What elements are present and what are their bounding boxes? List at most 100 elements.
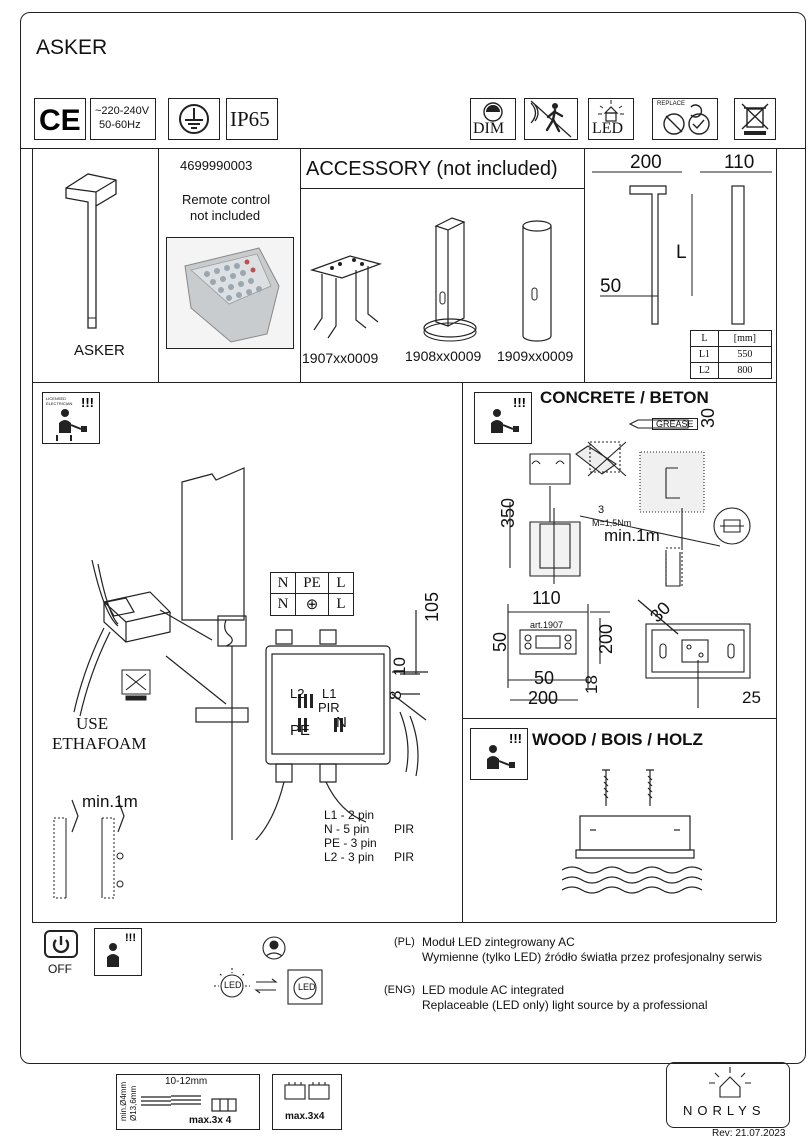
accessory-code-3: 1909xx0009 bbox=[497, 348, 574, 364]
terminal-l: L bbox=[328, 593, 354, 616]
wiring-diagram bbox=[71, 467, 428, 840]
terminal-l2: L2 bbox=[290, 686, 305, 701]
off-label: OFF bbox=[48, 962, 72, 976]
ground-section-left bbox=[53, 817, 124, 899]
dim-icon: DIM bbox=[470, 98, 516, 140]
replace-icon: REPLACE bbox=[652, 98, 718, 140]
dim-50-horizontal: 50 bbox=[534, 668, 555, 688]
divider bbox=[20, 148, 806, 149]
divider bbox=[462, 382, 463, 922]
remote-note-2: not included bbox=[190, 208, 261, 223]
wood-title: WOOD / BOIS / HOLZ bbox=[532, 730, 703, 749]
led-label: LED bbox=[592, 120, 624, 137]
frequency: 50-60Hz bbox=[99, 119, 141, 131]
revision-date: Rev: 21.07.2023 bbox=[712, 1128, 786, 1139]
connector-spec-box: max.3x4 bbox=[272, 1074, 342, 1130]
eng-tag: (ENG) bbox=[384, 984, 416, 996]
table-cell: 550 bbox=[717, 346, 773, 363]
terminal-pir: PIR bbox=[318, 700, 340, 715]
dim-8: 8 bbox=[386, 690, 405, 700]
wood-installation-drawing bbox=[561, 769, 703, 894]
divider bbox=[32, 382, 33, 922]
brand-name: NORLYS bbox=[683, 1103, 766, 1118]
dimension-drawing bbox=[592, 171, 772, 325]
cable-diameter-max: Ø13,6mm bbox=[129, 1085, 138, 1121]
table-header-unit: [mm] bbox=[717, 330, 773, 347]
pin-l1: L1 - 2 pin bbox=[324, 808, 375, 822]
led-left-label: LED bbox=[224, 980, 242, 990]
dim-50-vertical: 50 bbox=[490, 631, 510, 652]
svg-text:!!!: !!! bbox=[513, 395, 526, 410]
table-cell: L1 bbox=[690, 346, 719, 363]
ip-rating: IP65 bbox=[226, 98, 278, 140]
divider bbox=[32, 382, 776, 383]
led-replacement-diagram bbox=[214, 936, 323, 1005]
dim-18: 18 bbox=[582, 675, 601, 694]
cable-diameter-min: min.Ø4mm bbox=[119, 1081, 128, 1121]
bolt-count: 3 bbox=[598, 504, 605, 516]
svg-text:!!!: !!! bbox=[81, 395, 94, 410]
terminal-n-label: N bbox=[336, 714, 347, 731]
dim-length-label: L bbox=[676, 242, 687, 263]
accessory-code-2: 1908xx0009 bbox=[405, 348, 482, 364]
divider bbox=[158, 148, 159, 382]
earth-icon bbox=[168, 98, 220, 140]
divider bbox=[584, 148, 585, 382]
max-connectors-1: max.3x 4 bbox=[189, 1115, 232, 1126]
dim-depth-110: 110 bbox=[724, 152, 755, 173]
art-number: art.1907 bbox=[530, 620, 564, 630]
svg-text:CE: CE bbox=[39, 104, 81, 137]
licensed-label: LICENSED ELECTRICIAN bbox=[46, 396, 73, 406]
svg-text:!!!: !!! bbox=[125, 932, 136, 944]
table-cell: L2 bbox=[690, 362, 719, 379]
terminal-l: L bbox=[328, 572, 354, 594]
eng-line-1: LED module AC integrated bbox=[422, 983, 565, 997]
divider bbox=[32, 148, 33, 382]
pin-pe: PE - 3 pin bbox=[324, 836, 377, 850]
terminal-n: N bbox=[270, 593, 296, 616]
dim-label: DIM bbox=[473, 120, 505, 137]
pin-n-pir: PIR bbox=[394, 822, 415, 836]
concrete-installation-drawing bbox=[507, 419, 751, 708]
terminal-l1: L1 bbox=[322, 686, 337, 701]
divider bbox=[462, 718, 776, 719]
round-post-drawing bbox=[522, 220, 552, 342]
accessory-code-1: 1907xx0009 bbox=[302, 350, 379, 366]
divider bbox=[300, 148, 301, 382]
product-name: ASKER bbox=[74, 342, 125, 359]
licensed-electrician-icon: LICENSED ELECTRICIAN !!! bbox=[42, 392, 100, 444]
dim-offset-50: 50 bbox=[600, 276, 622, 297]
voltage-range: ~220-240V bbox=[95, 105, 150, 117]
table-header-l: L bbox=[690, 330, 719, 347]
min-gap-left: min.1m bbox=[82, 792, 138, 811]
led-right-label: LED bbox=[298, 982, 316, 992]
ce-mark: CE bbox=[34, 98, 86, 140]
min-gap-right: min.1m bbox=[604, 526, 660, 545]
replace-label: REPLACE bbox=[657, 101, 686, 107]
licensed-electrician-icon: !!! bbox=[470, 728, 528, 780]
remote-note-1: Remote control bbox=[182, 192, 271, 207]
svg-text:!!!: !!! bbox=[509, 731, 522, 746]
weee-bin-icon bbox=[734, 98, 776, 140]
divider bbox=[32, 922, 776, 923]
cable-spec-box: min.Ø4mm Ø13,6mm 10-12mm max.3x 4 bbox=[116, 1074, 260, 1130]
dim-105: 105 bbox=[422, 591, 442, 622]
page-title: ASKER bbox=[36, 36, 108, 59]
terminal-pe: PE bbox=[295, 572, 329, 594]
mounting-anchor-drawing bbox=[310, 255, 382, 339]
pin-l2-pir: PIR bbox=[394, 850, 415, 864]
pin-n: N - 5 pin bbox=[324, 822, 370, 836]
dim-width-200: 200 bbox=[630, 152, 662, 173]
remote-control-photo bbox=[166, 237, 294, 349]
accessory-title: ACCESSORY (not included) bbox=[306, 158, 558, 180]
page-frame bbox=[20, 12, 806, 1064]
eng-line-2: Replaceable (LED only) light source by a… bbox=[422, 998, 708, 1012]
dim-110: 110 bbox=[532, 588, 561, 608]
max-connectors-2: max.3x4 bbox=[285, 1111, 325, 1122]
divider bbox=[776, 148, 777, 382]
use-note: USE bbox=[76, 714, 109, 733]
strip-length: 10-12mm bbox=[165, 1076, 208, 1087]
pl-line-1: Moduł LED zintegrowany AC bbox=[422, 935, 575, 949]
